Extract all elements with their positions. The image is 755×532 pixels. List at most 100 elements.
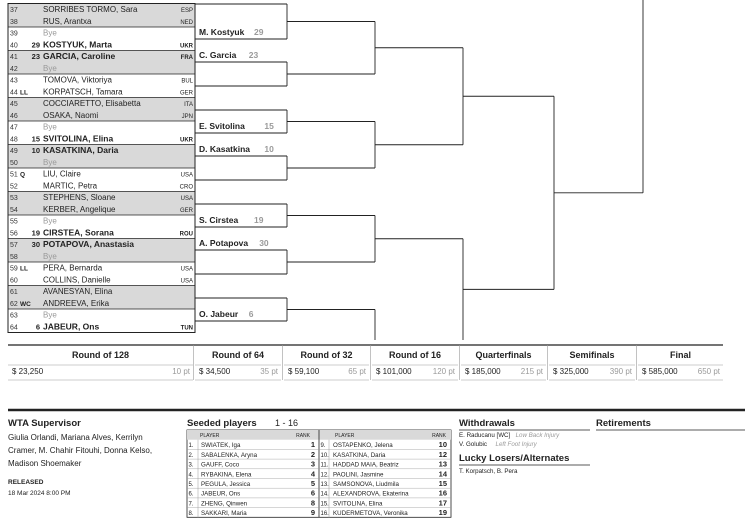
seeded-row-name: PAOLINI, Jasmine xyxy=(333,471,384,478)
released-date: 18 Mar 2024 8:00 PM xyxy=(8,490,71,497)
seeded-row-number: 6. xyxy=(189,492,194,498)
prize-money: $ 101,000 xyxy=(376,367,412,376)
r64-winner-seed: 19 xyxy=(254,215,264,225)
entry-draw-number: 56 xyxy=(10,230,18,237)
r64-winner-seed: 10 xyxy=(264,144,274,154)
entry-draw-number: 62 xyxy=(10,301,18,308)
seeded-row-number: 11. xyxy=(321,463,329,469)
r64-winner-seed: 6 xyxy=(249,309,254,319)
entry-pair-shade xyxy=(8,144,195,168)
entry-seed: 10 xyxy=(32,146,40,155)
entry-draw-number: 43 xyxy=(10,78,18,85)
r64-winner-name: E. Svitolina xyxy=(199,121,245,131)
r64-winner-seed: 29 xyxy=(254,27,264,37)
entry-seed: 15 xyxy=(32,134,40,143)
prize-round-name: Quarterfinals xyxy=(475,350,531,360)
seeded-row-rank: 10 xyxy=(439,440,447,449)
seeded-row-number: 3. xyxy=(189,463,194,469)
entry-nationality: ESP xyxy=(181,8,193,14)
entry-nationality: TUN xyxy=(181,325,193,331)
entry-draw-number: 41 xyxy=(10,54,18,61)
lucky-losers-names: T. Korpatsch, B. Pera xyxy=(459,468,518,475)
seeded-row-number: 13. xyxy=(321,482,330,488)
entry-player-name: Bye xyxy=(43,123,57,132)
r64-winner-name: O. Jabeur xyxy=(199,309,239,319)
entry-draw-number: 52 xyxy=(10,183,18,190)
entry-qualifier-tag: LL xyxy=(20,89,28,96)
released-label: RELEASED xyxy=(8,479,44,486)
seeded-row-name: SAKKARI, Maria xyxy=(201,510,247,517)
entry-draw-number: 39 xyxy=(10,31,18,38)
prize-points: 10 pt xyxy=(172,367,191,376)
prize-round-name: Round of 32 xyxy=(301,350,353,360)
prize-points: 35 pt xyxy=(260,367,279,376)
retirements-title: Retirements xyxy=(596,418,651,429)
seeded-row-number: 14. xyxy=(321,492,330,498)
entry-player-name: Bye xyxy=(43,29,57,38)
supervisor-title: WTA Supervisor xyxy=(8,418,81,429)
r64-winner-name: S. Cirstea xyxy=(199,215,238,225)
entry-draw-number: 60 xyxy=(10,277,18,284)
entry-player-name: MARTIC, Petra xyxy=(43,181,98,190)
r64-winner-name: D. Kasatkina xyxy=(199,144,250,154)
entry-pair-shade xyxy=(8,238,195,262)
seeded-row-number: 9. xyxy=(321,443,326,449)
prize-money: $ 185,000 xyxy=(465,367,501,376)
entry-player-name: KORPATSCH, Tamara xyxy=(43,87,123,96)
prize-points: 65 pt xyxy=(348,367,367,376)
entry-player-name: Bye xyxy=(43,217,57,226)
entry-player-name: OSAKA, Naomi xyxy=(43,111,98,120)
entry-player-name: KASATKINA, Daria xyxy=(43,145,119,155)
seeded-row-rank: 15 xyxy=(439,479,447,488)
seeded-row-rank: 6 xyxy=(311,489,315,498)
seeded-row-name: KUDERMETOVA, Veronika xyxy=(333,510,408,517)
entry-draw-number: 37 xyxy=(10,7,18,14)
r64-winner-name: A. Potapova xyxy=(199,238,248,248)
prize-round-name: Round of 16 xyxy=(389,350,441,360)
prize-round-name: Final xyxy=(670,350,691,360)
entry-nationality: UKR xyxy=(180,137,194,143)
entry-player-name: GARCIA, Caroline xyxy=(43,51,116,61)
seeded-row-number: 1. xyxy=(189,443,194,449)
entry-nationality: USA xyxy=(181,278,193,284)
prize-points: 390 pt xyxy=(610,367,633,376)
entry-player-name: Bye xyxy=(43,311,57,320)
entry-player-name: STEPHENS, Sloane xyxy=(43,193,116,202)
seeded-row-number: 8. xyxy=(189,511,194,517)
seeded-row-name: PEGULA, Jessica xyxy=(201,481,251,488)
entry-draw-number: 57 xyxy=(10,242,18,249)
prize-round-name: Semifinals xyxy=(569,350,614,360)
seeded-row-name: GAUFF, Coco xyxy=(201,462,240,469)
entry-player-name: ANDREEVA, Erika xyxy=(43,299,110,308)
entry-player-name: KOSTYUK, Marta xyxy=(43,39,112,49)
prize-points: 120 pt xyxy=(433,367,456,376)
entry-player-name: RUS, Arantxa xyxy=(43,17,92,26)
entry-draw-number: 46 xyxy=(10,113,18,120)
seeded-row-rank: 3 xyxy=(311,460,315,469)
supervisor-names: Madison Shoemaker xyxy=(8,459,82,468)
entry-player-name: CIRSTEA, Sorana xyxy=(43,227,114,237)
entry-draw-number: 63 xyxy=(10,313,18,320)
r64-winner-name: C. Garcia xyxy=(199,50,237,60)
entry-player-name: TOMOVA, Viktoriya xyxy=(43,76,112,85)
prize-money: $ 325,000 xyxy=(553,367,589,376)
seeded-row-name: SABALENKA, Aryna xyxy=(201,452,258,459)
prize-money: $ 59,100 xyxy=(288,367,320,376)
supervisor-names: Giulia Orlandi, Mariana Alves, Kerrilyn xyxy=(8,433,143,442)
entry-seed: 23 xyxy=(32,52,40,61)
lucky-losers-title: Lucky Losers/Alternates xyxy=(459,453,569,464)
entry-pair-shade xyxy=(8,285,195,309)
entry-nationality: USA xyxy=(181,267,193,273)
prize-round-name: Round of 128 xyxy=(72,350,129,360)
seeded-row-name: SWIATEK, Iga xyxy=(201,442,241,449)
entry-player-name: SVITOLINA, Elina xyxy=(43,133,113,143)
prize-money: $ 34,500 xyxy=(199,367,231,376)
r64-winner-seed: 15 xyxy=(264,121,274,131)
seeded-row-name: HADDAD MAIA, Beatriz xyxy=(333,462,399,469)
seeded-row-rank: 19 xyxy=(439,508,447,517)
entry-draw-number: 38 xyxy=(10,19,18,26)
entry-player-name: PERA, Bernarda xyxy=(43,264,103,273)
entry-player-name: Bye xyxy=(43,64,57,73)
entry-draw-number: 44 xyxy=(10,89,18,96)
